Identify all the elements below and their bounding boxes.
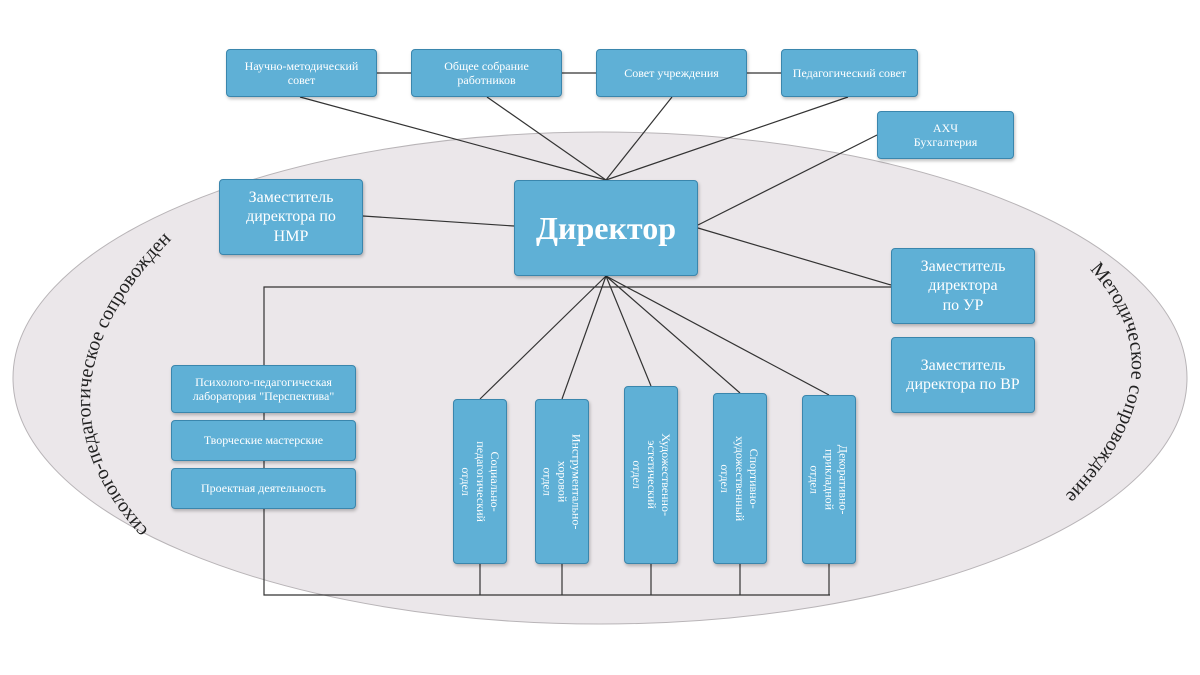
department-box: Художественно-эстетический отдел [624, 386, 678, 564]
department-box: Инструментально-хоровой отдел [535, 399, 589, 564]
dept-link [479, 275, 607, 400]
connector-lines [263, 72, 892, 596]
left-unit-box: Психолого-педагогическая лаборатория "Пе… [171, 365, 356, 413]
department-label: Спортивно-художественный отдел [718, 435, 762, 522]
ahch-box: АХЧ Бухгалтерия [877, 111, 1014, 159]
director-link [362, 215, 515, 227]
dept-link [605, 275, 652, 387]
director-link [697, 134, 878, 226]
department-box: Социально-педагогический отдел [453, 399, 507, 564]
council-box: Совет учреждения [596, 49, 747, 97]
council-box: Общее собрание работников [411, 49, 562, 97]
director-link [486, 96, 607, 181]
department-box: Спортивно-художественный отдел [713, 393, 767, 564]
department-box: Декоративно-прикладной отдел [802, 395, 856, 564]
council-box: Педагогический совет [781, 49, 918, 97]
department-label: Декоративно-прикладной отдел [807, 444, 851, 515]
director-link [605, 96, 849, 181]
director-link [299, 96, 607, 181]
deputy-ur-box: Заместитель директора по УР [891, 248, 1035, 324]
director-box: Директор [514, 180, 698, 276]
department-label: Инструментально-хоровой отдел [540, 433, 584, 530]
council-box: Научно-методический совет [226, 49, 377, 97]
department-label: Социально-педагогический отдел [458, 441, 502, 522]
dept-link [561, 275, 607, 400]
deputy-nmr-box: Заместитель директора по НМР [219, 179, 363, 255]
director-link [605, 96, 673, 181]
director-link [697, 227, 892, 286]
left-unit-box: Проектная деятельность [171, 468, 356, 509]
dept-link [605, 275, 830, 396]
left-unit-box: Творческие мастерские [171, 420, 356, 461]
department-label: Художественно-эстетический отдел [629, 433, 673, 517]
deputy-vr-box: Заместитель директора по ВР [891, 337, 1035, 413]
dept-link [605, 275, 741, 394]
